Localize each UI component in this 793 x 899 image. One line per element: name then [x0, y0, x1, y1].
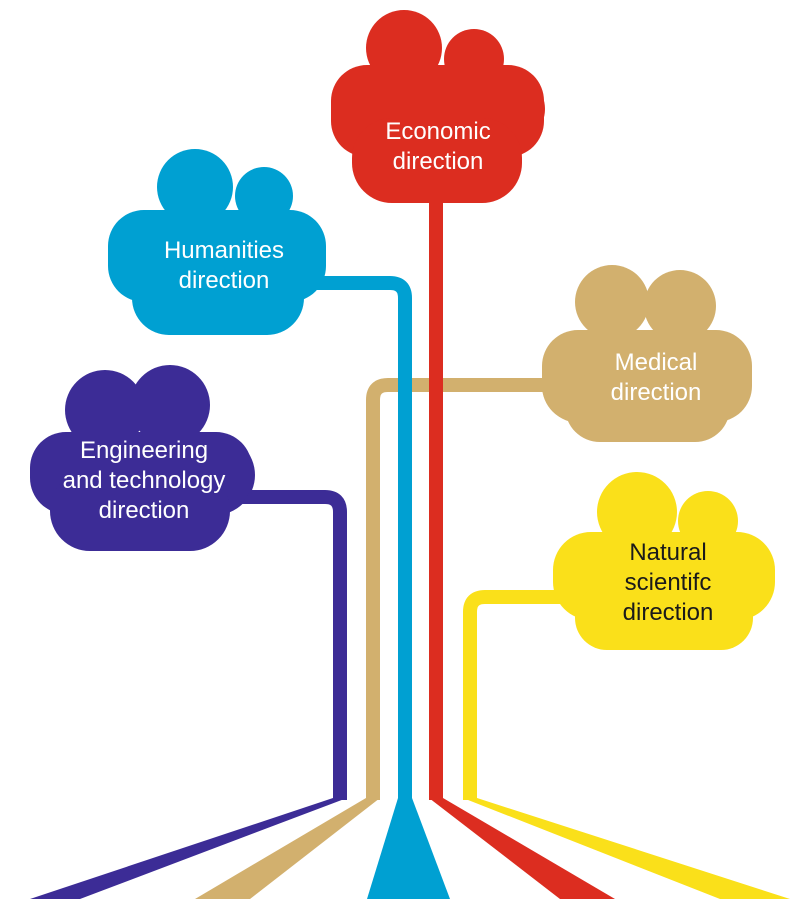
humanities-cloud: [108, 149, 326, 335]
economic-label-line: direction: [393, 148, 484, 175]
humanities-label-line: direction: [179, 267, 270, 294]
natural-cloud: [553, 472, 775, 650]
humanities-branch: [290, 276, 412, 800]
natural-label-line: scientifc: [625, 569, 712, 596]
engineering-branch: [200, 490, 347, 800]
natural-label: Natural scientifc direction: [623, 539, 714, 626]
natural-ground-ribbon: [463, 798, 790, 899]
medical-ground-ribbon: [195, 798, 380, 899]
natural-label-line: direction: [623, 599, 714, 626]
engineering-label-line: direction: [99, 497, 190, 524]
humanities-label-line: Humanities: [164, 237, 284, 264]
engineering-label-line: and technology: [63, 467, 226, 494]
medical-cloud: [542, 265, 752, 442]
engineering-label: Engineering and technology direction: [63, 437, 226, 524]
medical-label-line: direction: [611, 379, 702, 406]
economic-cloud: [331, 10, 545, 203]
medical-label-line: Medical: [615, 349, 698, 376]
economic-ground-ribbon: [429, 798, 615, 899]
engineering-ground-ribbon: [30, 798, 347, 899]
humanities-ground-ribbon: [367, 798, 450, 899]
natural-label-line: Natural: [629, 539, 706, 566]
engineering-cloud: [30, 365, 255, 551]
natural-branch: [463, 590, 590, 800]
engineering-label-line: Engineering: [80, 437, 208, 464]
branch-ribbons: [200, 180, 590, 800]
medical-branch: [366, 378, 560, 800]
economic-label-line: Economic: [385, 118, 490, 145]
ground-fan: [30, 798, 790, 899]
economic-label: Economic direction: [385, 118, 490, 175]
humanities-label: Humanities direction: [164, 237, 284, 294]
medical-label: Medical direction: [611, 349, 702, 406]
